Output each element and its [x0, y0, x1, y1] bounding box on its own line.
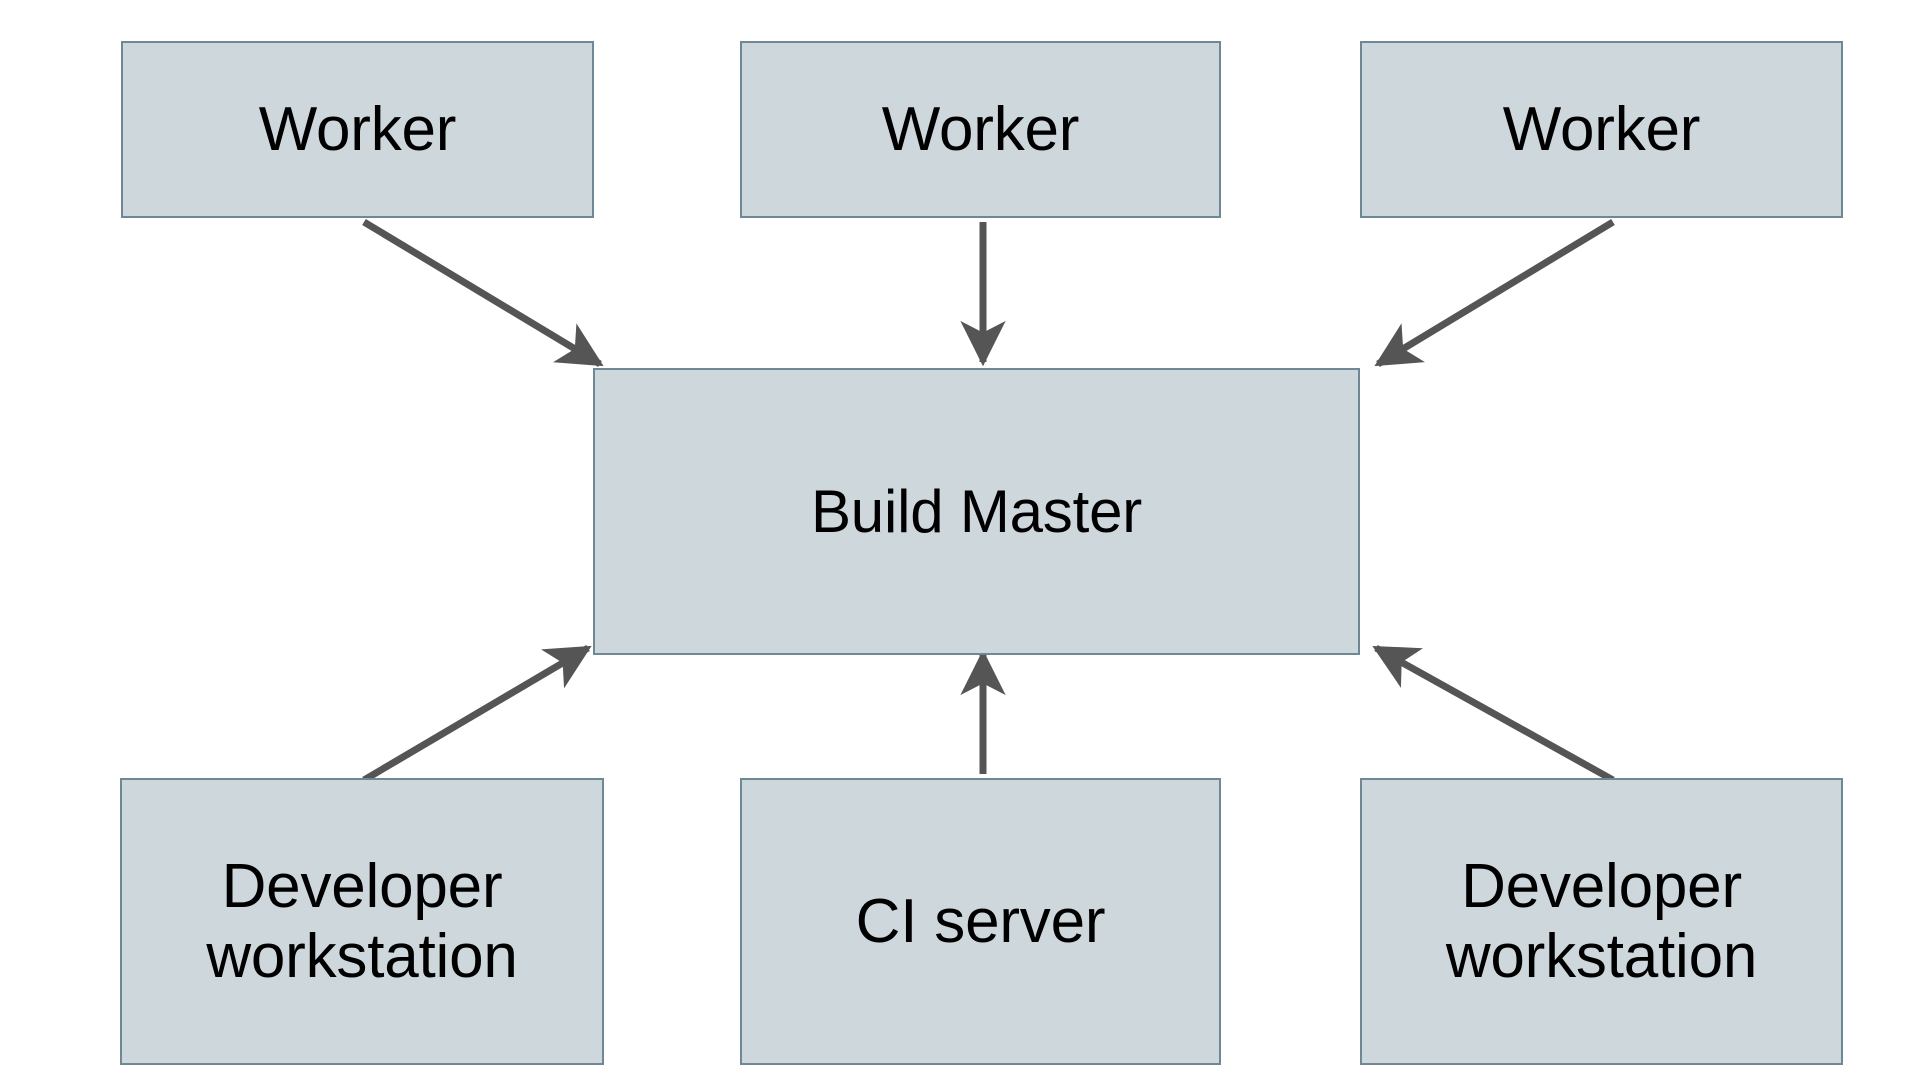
node-developer-workstation-left-label: Developer workstation — [206, 852, 518, 991]
node-worker-mid[interactable]: Worker — [740, 41, 1221, 218]
node-developer-workstation-left[interactable]: Developer workstation — [120, 778, 604, 1065]
node-worker-right-label: Worker — [1502, 94, 1701, 164]
edge-worker-left-to-master — [362, 219, 604, 367]
edge-worker-right-to-master — [1374, 219, 1615, 367]
node-worker-right[interactable]: Worker — [1360, 41, 1843, 218]
node-ci-server[interactable]: CI server — [740, 778, 1221, 1065]
node-developer-workstation-right[interactable]: Developer workstation — [1360, 778, 1843, 1065]
node-worker-left-label: Worker — [258, 94, 457, 164]
node-build-master-label: Build Master — [810, 477, 1143, 545]
edge-dev-right-to-master — [1372, 644, 1615, 784]
node-build-master[interactable]: Build Master — [593, 368, 1360, 655]
node-developer-workstation-right-label: Developer workstation — [1445, 852, 1758, 991]
edge-dev-left-to-master — [362, 644, 592, 784]
node-ci-server-label: CI server — [855, 886, 1106, 956]
node-worker-mid-label: Worker — [881, 94, 1080, 164]
node-worker-left[interactable]: Worker — [121, 41, 594, 218]
